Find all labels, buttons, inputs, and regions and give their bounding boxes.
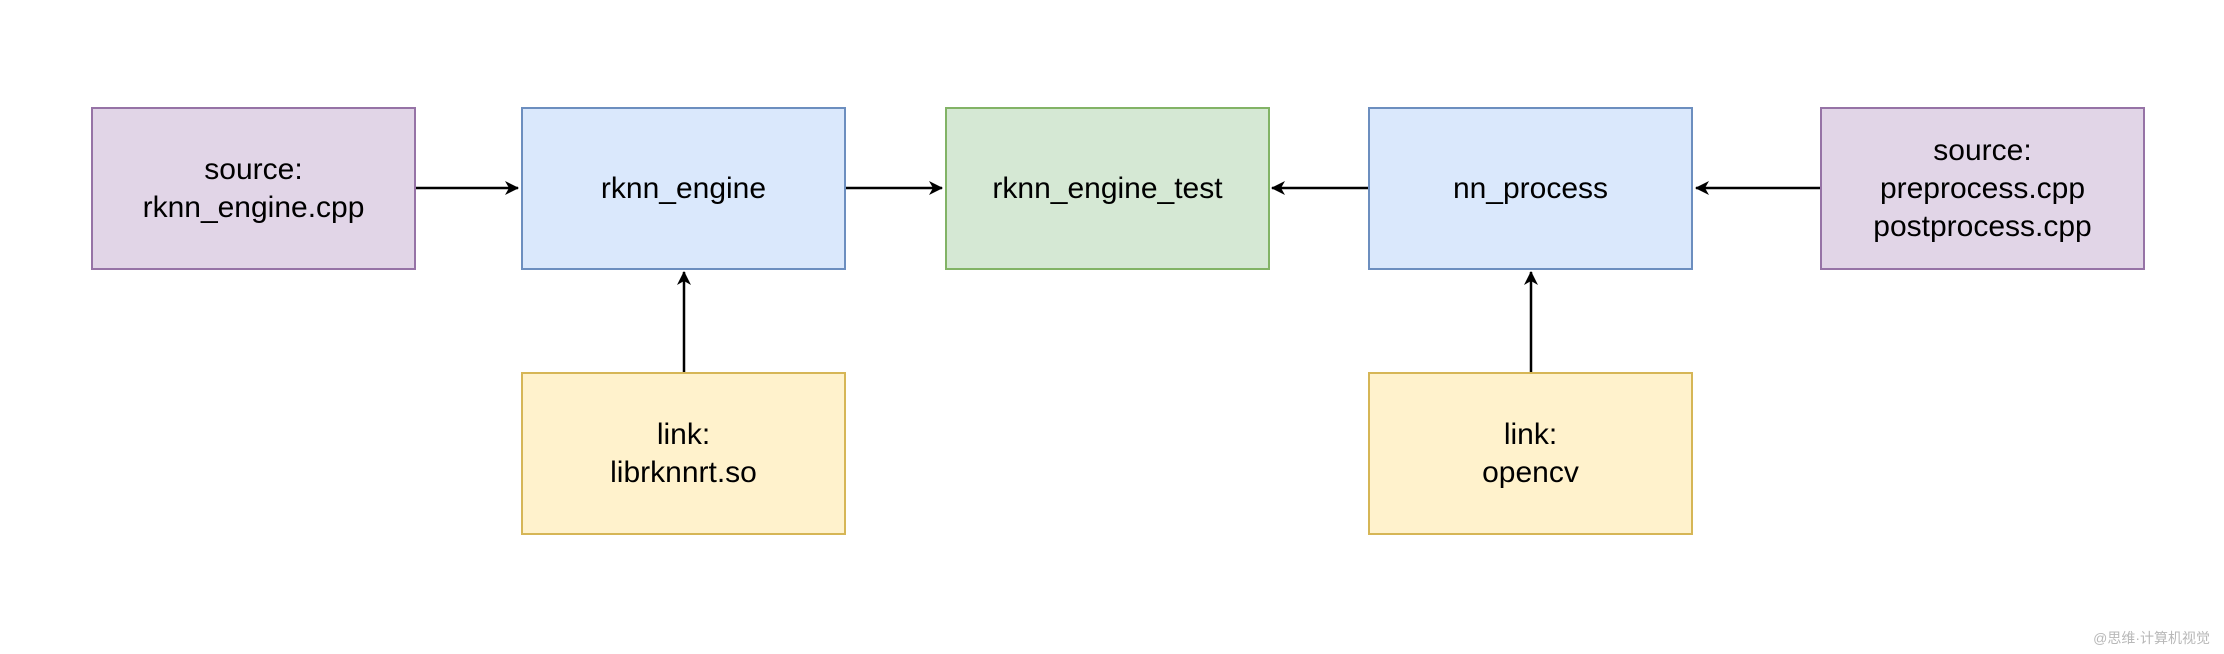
node-text: preprocess.cpp bbox=[1879, 171, 2086, 205]
node-text: nn_process bbox=[1452, 171, 1609, 205]
node-nn-process: nn_process bbox=[1368, 107, 1693, 270]
watermark: @思维·计算机视觉 bbox=[2093, 630, 2210, 646]
node-source-rknn-engine-cpp: source: rknn_engine.cpp bbox=[91, 107, 416, 270]
node-text: source: bbox=[204, 152, 303, 186]
node-text: rknn_engine bbox=[600, 171, 767, 205]
node-text: rknn_engine.cpp bbox=[142, 190, 365, 224]
node-link-opencv: link: opencv bbox=[1368, 372, 1693, 535]
node-text: postprocess.cpp bbox=[1873, 209, 2092, 243]
node-rknn-engine: rknn_engine bbox=[521, 107, 846, 270]
node-link-librknnrt: link: librknnrt.so bbox=[521, 372, 846, 535]
node-text: rknn_engine_test bbox=[992, 171, 1223, 205]
node-text: source: bbox=[1933, 133, 2032, 167]
node-source-pre-post-process-cpp: source: preprocess.cpp postprocess.cpp bbox=[1820, 107, 2145, 270]
node-text: opencv bbox=[1482, 455, 1579, 489]
node-text: link: bbox=[656, 417, 711, 451]
node-text: link: bbox=[1503, 417, 1558, 451]
node-text: librknnrt.so bbox=[610, 455, 757, 489]
node-rknn-engine-test: rknn_engine_test bbox=[945, 107, 1270, 270]
